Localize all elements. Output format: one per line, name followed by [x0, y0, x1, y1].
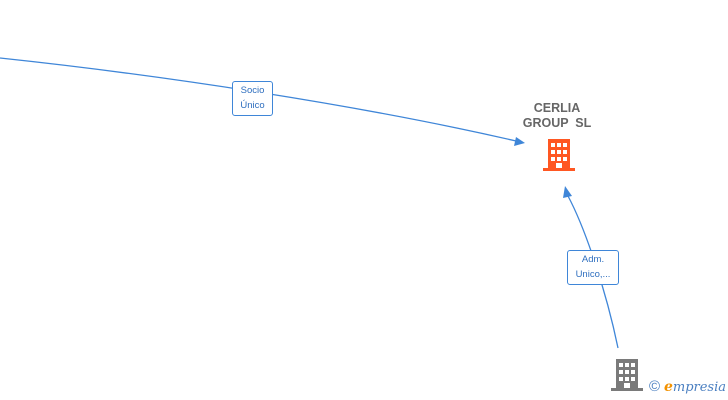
edge-label-line1: Socio [240, 85, 265, 96]
company-building-icon[interactable] [543, 139, 575, 171]
company-name-line2: GROUP SL [522, 116, 592, 130]
company-name[interactable]: CERLIA GROUP SL [505, 101, 609, 131]
edge-label-socio-unico[interactable]: Socio Único [232, 81, 273, 116]
company-name-line1: CERLIA [533, 101, 581, 115]
arrowhead-socio-unico [514, 137, 525, 146]
edge-label-adm-unico[interactable]: Adm. Unico,... [567, 250, 619, 285]
edge-label-line1: Adm. [581, 254, 605, 265]
brand-initial: e [663, 379, 673, 395]
edge-label-line2: Único [240, 100, 265, 111]
empresia-watermark: © empresia [649, 378, 726, 398]
edge-label-line2: Unico,... [575, 269, 611, 280]
arrowhead-adm-unico [563, 186, 572, 198]
copyright-symbol: © [649, 378, 661, 395]
entity-building-icon[interactable] [611, 359, 643, 391]
brand-rest: mpresia [672, 380, 727, 395]
